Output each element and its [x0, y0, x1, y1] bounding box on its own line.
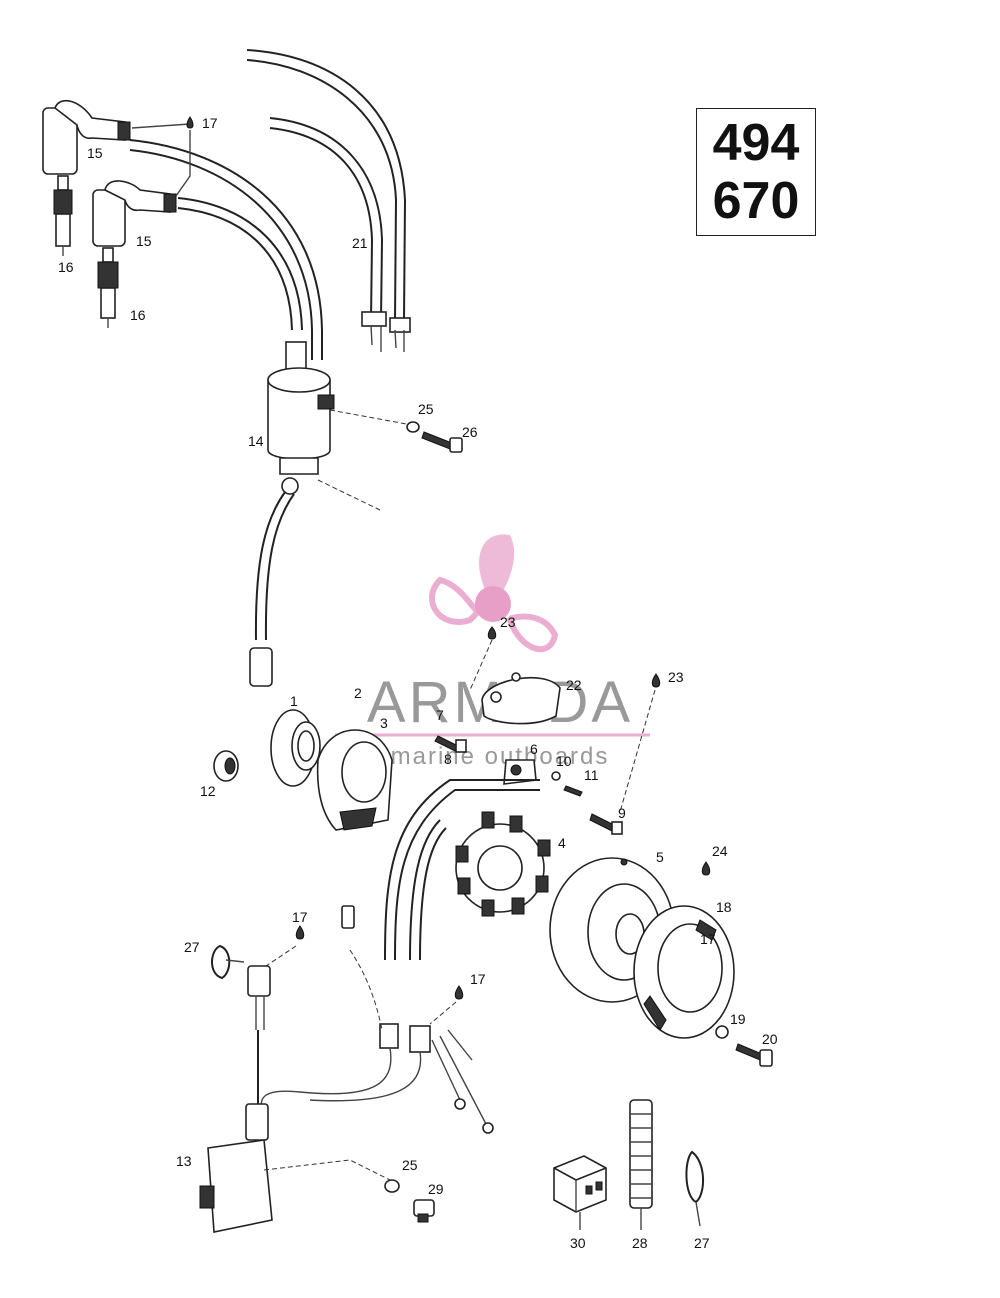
model-number-line1: 494 — [712, 114, 800, 172]
callout-6: 6 — [530, 741, 538, 757]
armada-watermark: ARMADA marine outboards — [335, 534, 650, 770]
screw-11 — [563, 785, 583, 797]
callout-leader — [131, 123, 191, 197]
callout-17: 17 — [470, 971, 486, 987]
callout-11: 11 — [584, 767, 599, 783]
callout-18: 18 — [716, 899, 732, 915]
callout-24: 24 — [712, 843, 728, 859]
callout-20: 20 — [762, 1031, 778, 1047]
callout-28: 28 — [632, 1235, 648, 1251]
cdi-module-13 — [199, 1139, 391, 1233]
callout-5: 5 — [656, 849, 664, 865]
screw-7 — [434, 735, 467, 753]
ring-gear-18 — [633, 905, 735, 1039]
screw-9 — [589, 813, 623, 835]
callout-labels: 17 15 15 16 16 21 25 26 14 23 23 22 1 2 … — [58, 115, 778, 1251]
washer-25-upper — [406, 421, 420, 433]
callout-17: 17 — [292, 909, 308, 925]
washer-25-lower — [384, 1179, 400, 1193]
housing-3 — [316, 729, 393, 831]
callout-21: 21 — [352, 235, 368, 251]
callout-12: 12 — [200, 783, 216, 799]
callout-23: 23 — [500, 614, 516, 630]
callout-17: 17 — [202, 115, 218, 131]
callout-14: 14 — [248, 433, 264, 449]
bearing-12 — [213, 750, 239, 782]
callout-4: 4 — [558, 835, 566, 851]
cover-22 — [481, 672, 561, 725]
oil-seal-2 — [291, 721, 321, 771]
callout-27: 27 — [184, 939, 200, 955]
callout-16: 16 — [58, 259, 74, 275]
callout-23: 23 — [668, 669, 684, 685]
callout-27: 27 — [694, 1235, 710, 1251]
sealant-drop-24 — [701, 861, 711, 876]
screw-26 — [421, 431, 463, 453]
washer-19 — [715, 1025, 729, 1039]
callout-16: 16 — [130, 307, 146, 323]
sealant-drop-17c — [295, 925, 305, 940]
wiring-harness — [260, 779, 540, 1134]
cable-tie-27a — [211, 944, 245, 980]
callout-13: 13 — [176, 1153, 192, 1169]
callout-29: 29 — [428, 1181, 444, 1197]
callout-15: 15 — [136, 233, 152, 249]
spark-plug-cap-upper — [42, 99, 131, 175]
model-number-line2: 670 — [712, 172, 800, 230]
spark-plug-cap-lower — [92, 180, 177, 247]
callout-30: 30 — [570, 1235, 586, 1251]
watermark-tagline: marine outboards — [391, 743, 610, 770]
sleeve-28 — [629, 1099, 653, 1230]
callout-7: 7 — [436, 707, 444, 723]
callout-25: 25 — [418, 401, 434, 417]
callout-8: 8 — [444, 751, 452, 767]
callout-2: 2 — [354, 685, 362, 701]
callout-19: 19 — [730, 1011, 746, 1027]
spark-plug-upper — [53, 175, 73, 256]
callout-22: 22 — [566, 677, 582, 693]
callout-3: 3 — [380, 715, 388, 731]
connector-30 — [553, 1155, 607, 1230]
bolt-20 — [735, 1043, 773, 1067]
callout-25: 25 — [402, 1157, 418, 1173]
ignition-coil — [249, 341, 413, 687]
sealant-drop-23b — [651, 673, 661, 688]
spark-plug-lower — [97, 247, 119, 328]
connector-housing — [245, 965, 271, 1141]
sealant-drop-23a — [487, 626, 497, 640]
screw-29 — [413, 1199, 435, 1223]
washer-10 — [551, 771, 561, 781]
callout-15: 15 — [87, 145, 103, 161]
callout-9: 9 — [618, 805, 626, 821]
cable-tie-27b — [685, 1150, 704, 1227]
model-number-box: 494 670 — [696, 108, 816, 236]
sealant-drop-17d — [454, 985, 464, 1000]
high-tension-wires — [129, 49, 411, 360]
callout-1: 1 — [290, 693, 298, 709]
callout-26: 26 — [462, 424, 478, 440]
stator-4 — [455, 811, 551, 917]
callout-10: 10 — [556, 753, 572, 769]
callout-17: 17 — [700, 931, 716, 947]
sealant-drop-icon — [186, 116, 194, 129]
